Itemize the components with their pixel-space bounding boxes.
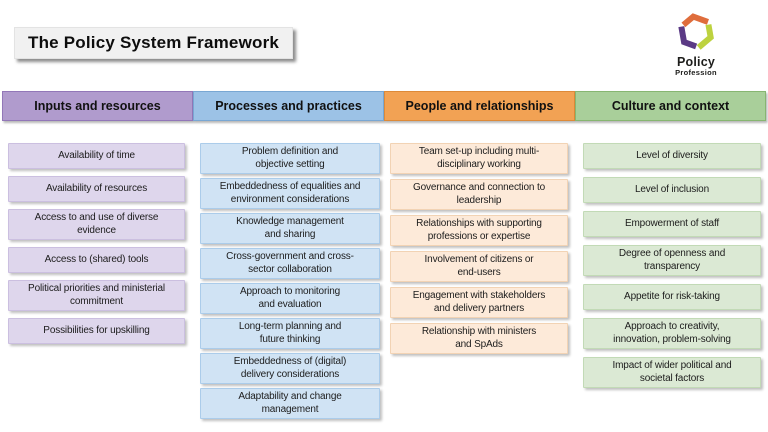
- framework-item: Adaptability and change management: [200, 388, 380, 419]
- policy-profession-logo: Policy Profession: [662, 9, 730, 77]
- logo-wordmark-policy: Policy: [676, 55, 716, 69]
- framework-item: Governance and connection to leadership: [390, 179, 568, 210]
- column-header-culture-and-context: Culture and context: [575, 91, 766, 121]
- logo-wordmark-profession: Profession: [675, 68, 717, 77]
- column-header-people-and-relationships: People and relationships: [384, 91, 575, 121]
- framework-item: Level of diversity: [583, 143, 761, 169]
- column-header-inputs-and-resources: Inputs and resources: [2, 91, 193, 121]
- framework-item: Team set-up including multi- disciplinar…: [390, 143, 568, 174]
- framework-item: Political priorities and ministerial com…: [8, 280, 185, 311]
- framework-item: Access to (shared) tools: [8, 247, 185, 273]
- framework-item: Long-term planning and future thinking: [200, 318, 380, 349]
- framework-item: Embeddedness of equalities and environme…: [200, 178, 380, 209]
- framework-item: Appetite for risk-taking: [583, 284, 761, 310]
- framework-item: Involvement of citizens or end-users: [390, 251, 568, 282]
- framework-item: Embeddedness of (digital) delivery consi…: [200, 353, 380, 384]
- framework-item: Impact of wider political and societal f…: [583, 357, 761, 388]
- framework-item: Possibilities for upskilling: [8, 318, 185, 344]
- framework-item: Approach to monitoring and evaluation: [200, 283, 380, 314]
- framework-item: Availability of time: [8, 143, 185, 169]
- framework-item: Relationships with supporting profession…: [390, 215, 568, 246]
- framework-item: Knowledge management and sharing: [200, 213, 380, 244]
- hexagon-logo-icon: [673, 9, 719, 55]
- framework-item: Empowerment of staff: [583, 211, 761, 237]
- framework-item: Approach to creativity, innovation, prob…: [583, 318, 761, 349]
- framework-item: Cross-government and cross- sector colla…: [200, 248, 380, 279]
- framework-item: Level of inclusion: [583, 177, 761, 203]
- framework-item: Degree of openness and transparency: [583, 245, 761, 276]
- page-title-text: The Policy System Framework: [28, 33, 280, 52]
- framework-item: Engagement with stakeholders and deliver…: [390, 287, 568, 318]
- column-people-and-relationships: Team set-up including multi- disciplinar…: [390, 143, 568, 354]
- column-header-processes-and-practices: Processes and practices: [193, 91, 384, 121]
- framework-item: Relationship with ministers and SpAds: [390, 323, 568, 354]
- framework-item: Access to and use of diverse evidence: [8, 209, 185, 240]
- framework-item: Problem definition and objective setting: [200, 143, 380, 174]
- column-processes-and-practices: Problem definition and objective setting…: [200, 143, 380, 419]
- framework-item: Availability of resources: [8, 176, 185, 202]
- page-title: The Policy System Framework: [14, 27, 294, 59]
